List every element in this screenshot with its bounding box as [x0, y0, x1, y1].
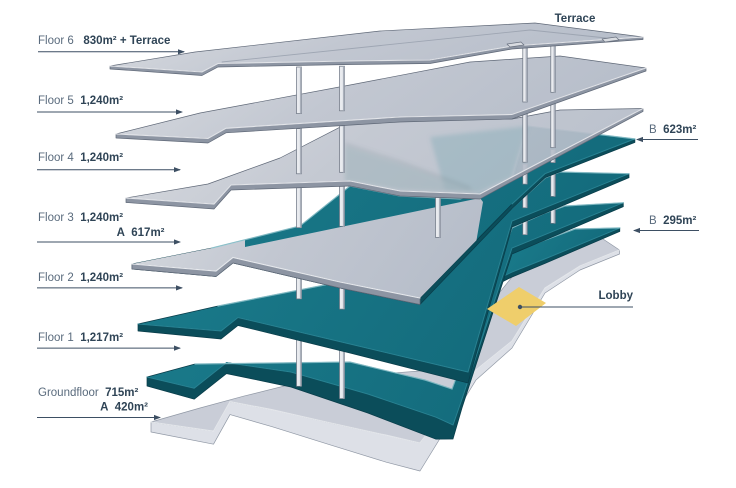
svg-text:Lobby: Lobby: [599, 290, 634, 302]
svg-text:Floor 3 1,240m²: Floor 3 1,240m²: [38, 212, 123, 224]
svg-text:A 420m²: A 420m²: [100, 402, 148, 414]
svg-text:B 623m²: B 623m²: [649, 124, 696, 136]
svg-text:B 295m²: B 295m²: [649, 215, 696, 227]
svg-text:Floor 5 1,240m²: Floor 5 1,240m²: [38, 95, 123, 107]
svg-text:Floor 1 1,217m²: Floor 1 1,217m²: [38, 332, 123, 344]
svg-text:A 617m²: A 617m²: [117, 227, 165, 239]
svg-text:Floor 4 1,240m²: Floor 4 1,240m²: [38, 152, 123, 164]
svg-text:Terrace: Terrace: [555, 13, 596, 25]
svg-text:Groundfloor 715m²: Groundfloor 715m²: [38, 387, 139, 399]
svg-text:Floor 6 830m² + Terrace: Floor 6 830m² + Terrace: [38, 35, 170, 47]
svg-text:Floor 2 1,240m²: Floor 2 1,240m²: [38, 272, 123, 284]
